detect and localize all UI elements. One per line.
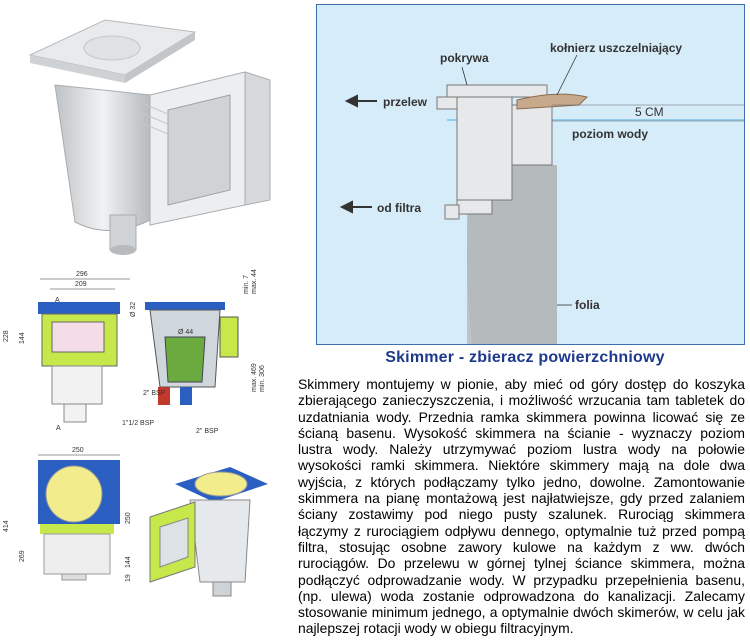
dim-top-width: 250 (72, 447, 84, 454)
diagram-svg: pokrywa kołnierz uszczelniający przelew … (339, 41, 744, 344)
section-a-bottom: A (56, 425, 61, 432)
label-folia: folia (575, 298, 600, 312)
label-poziom: poziom wody (572, 127, 648, 141)
dim-19: 19 (125, 574, 132, 582)
thread-2b: 2" BSP (196, 428, 219, 435)
dim-max44: max. 44 (251, 269, 258, 294)
label-5cm: 5 CM (635, 105, 664, 119)
thread-2: 2" BSP (143, 390, 166, 397)
dim-front-width: 296 (76, 271, 88, 278)
section-view: Ø 32 Ø 44 2" BSP 1"1/2 BSP 2" BSP min. 7… (122, 269, 266, 435)
label-pokrywa: pokrywa (440, 51, 489, 65)
dim-269: 269 (19, 550, 26, 562)
dim-min306: min. 306 (259, 365, 266, 392)
label-kolnierz: kołnierz uszczelniający (550, 41, 682, 55)
dim-250: 250 (125, 512, 132, 524)
page-title: Skimmer - zbieracz powierzchniowy (385, 349, 665, 366)
dim-min7: min. 7 (243, 275, 250, 294)
section-a-top: A (55, 297, 60, 304)
dim-144: 144 (19, 332, 26, 344)
dim-front-inner: 209 (75, 281, 87, 288)
dim-414: 414 (3, 520, 10, 532)
description-paragraph: Skimmery montujemy w pionie, aby mieć od… (298, 376, 745, 637)
dim-144b: 144 (125, 556, 132, 568)
skimmer-photo (28, 19, 271, 255)
dim-d44: Ø 44 (178, 329, 193, 336)
dim-d32: Ø 32 (130, 302, 137, 317)
top-view: 250 414 269 250 144 19 (3, 447, 132, 582)
thread-112: 1"1/2 BSP (122, 420, 154, 427)
installation-diagram: pokrywa kołnierz uszczelniający przelew … (316, 4, 745, 345)
technical-drawings: 296 209 A A 228 144 Ø 32 Ø 44 2" BSP 1"1… (3, 269, 268, 597)
label-odfiltra: od filtra (377, 201, 421, 215)
dim-228: 228 (3, 330, 10, 342)
label-przelew: przelew (383, 95, 428, 109)
dim-max469: max. 469 (251, 363, 258, 392)
isometric-view (149, 467, 268, 597)
front-view: 296 209 A A 228 144 (3, 271, 130, 432)
